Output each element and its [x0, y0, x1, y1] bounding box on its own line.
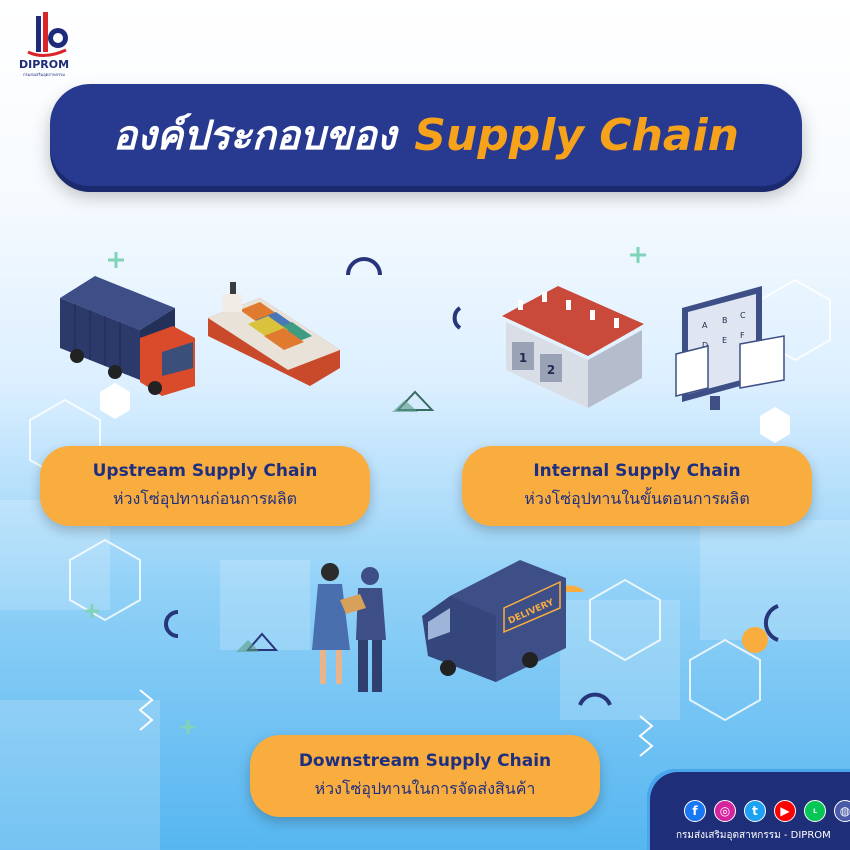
monitor-schedule-icon: A B C D E F: [675, 286, 785, 410]
internal-title: Internal Supply Chain: [533, 460, 741, 481]
bg-tile: [0, 700, 160, 850]
downstream-card: Downstream Supply Chain ห่วงโซ่อุปทานในก…: [250, 735, 600, 817]
logo-emblem-icon: [27, 12, 68, 57]
instagram-icon[interactable]: ◎: [714, 800, 736, 822]
facebook-icon[interactable]: f: [684, 800, 706, 822]
footer-caption: กรมส่งเสริมอุตสาหกรรม - DIPROM: [676, 830, 831, 841]
title-banner: องค์ประกอบของ Supply Chain: [50, 84, 802, 186]
board-cell-c: C: [740, 311, 746, 320]
board-cell-b: B: [722, 316, 728, 325]
board-cell-a: A: [702, 321, 708, 330]
internal-card: Internal Supply Chain ห่วงโซ่อุปทานในขั้…: [462, 446, 812, 526]
dock-label-2: 2: [547, 363, 555, 377]
youtube-icon[interactable]: ▶: [774, 800, 796, 822]
board-cell-d: D: [702, 341, 708, 350]
social-icons: f ◎ t ▶ L ◍: [684, 800, 850, 822]
cargo-ship-icon: [208, 282, 340, 386]
board-cell-f: F: [740, 331, 745, 340]
warehouse-icon: 1 2: [502, 286, 644, 408]
logo-subtext: กรมส่งเสริมอุตสาหกรรม: [23, 72, 65, 77]
truck-icon: [60, 276, 195, 396]
bg-tile: [700, 520, 850, 640]
title-english: Supply Chain: [414, 109, 739, 161]
internal-subtitle: ห่วงโซ่อุปทานในขั้นตอนการผลิต: [524, 488, 750, 508]
logo-text: DIPROM: [18, 58, 70, 71]
twitter-icon[interactable]: t: [744, 800, 766, 822]
diprom-logo: DIPROM กรมส่งเสริมอุตสาหกรรม: [14, 10, 74, 78]
downstream-subtitle: ห่วงโซ่อุปทานในการจัดส่งสินค้า: [314, 778, 536, 798]
line-icon[interactable]: L: [804, 800, 826, 822]
website-icon[interactable]: ◍: [834, 800, 850, 822]
upstream-subtitle: ห่วงโซ่อุปทานก่อนการผลิต: [112, 488, 298, 508]
board-cell-e: E: [722, 336, 727, 345]
upstream-title: Upstream Supply Chain: [92, 460, 318, 481]
title-thai: องค์ประกอบของ: [112, 113, 397, 159]
dock-label-1: 1: [519, 351, 527, 365]
bg-tile: [220, 560, 310, 650]
upstream-card: Upstream Supply Chain ห่วงโซ่อุปทานก่อนก…: [40, 446, 370, 526]
delivery-people-icon: [312, 563, 386, 692]
delivery-van-icon: DELIVERY: [422, 560, 566, 682]
downstream-title: Downstream Supply Chain: [298, 750, 552, 771]
